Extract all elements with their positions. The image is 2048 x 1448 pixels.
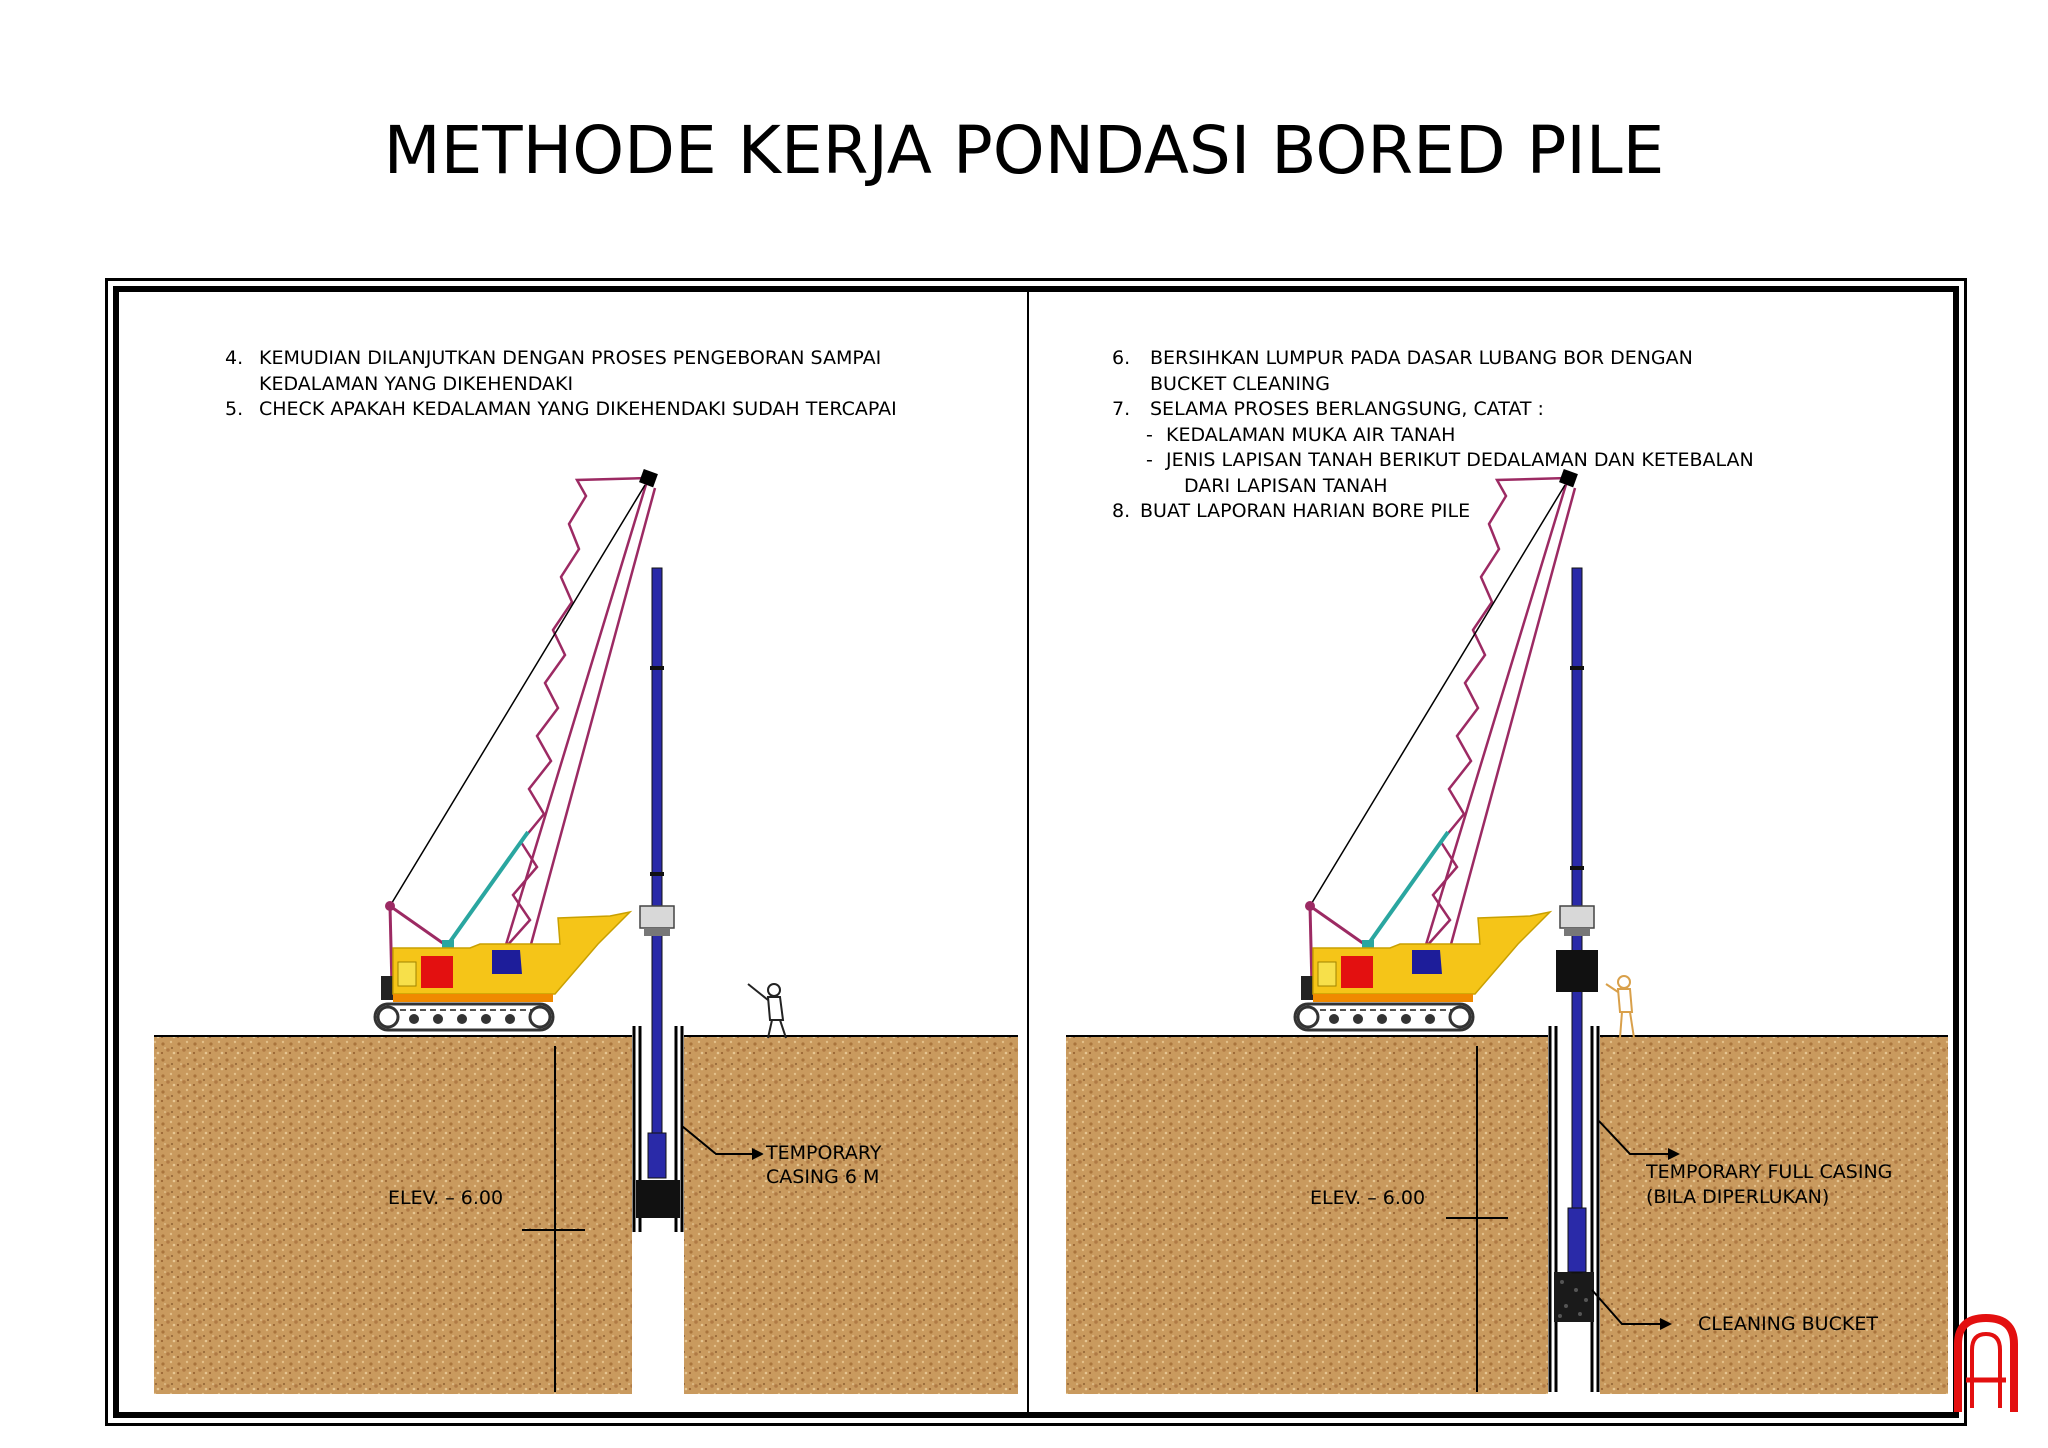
note-6-cont: BUCKET CLEANING <box>1150 372 1330 395</box>
right-soil <box>1066 1036 1948 1394</box>
page-title: METHODE KERJA PONDASI BORED PILE <box>383 112 1665 189</box>
left-soil <box>154 1036 1018 1394</box>
right-full-casing <box>1548 1026 1600 1392</box>
drawing-frame-outer <box>105 278 1967 1426</box>
left-worker <box>747 983 787 1039</box>
note-7-bullet-2: -JENIS LAPISAN TANAH BERIKUT DEDALAMAN D… <box>1146 449 1754 471</box>
note-8: 8.BUAT LAPORAN HARIAN BORE PILE <box>1112 500 1471 522</box>
left-elevation-label: ELEV. – 6.00 <box>388 1187 504 1209</box>
note-4-cont: KEDALAMAN YANG DIKEHENDAKI <box>259 372 574 395</box>
note-7-bullet-2-cont: DARI LAPISAN TANAH <box>1184 474 1388 497</box>
right-kelly-bar <box>1556 567 1598 1274</box>
right-elevation-marker <box>1446 1046 1508 1392</box>
left-elevation-marker <box>522 1046 585 1392</box>
full-casing-label-1: TEMPORARY FULL CASING <box>1646 1161 1893 1183</box>
note-6: 6.BERSIHKAN LUMPUR PADA DASAR LUBANG BOR… <box>1112 347 1693 369</box>
note-5: 5.CHECK APAKAH KEDALAMAN YANG DIKEHENDAK… <box>225 398 897 420</box>
cleaning-bucket-label: CLEANING BUCKET <box>1698 1313 1878 1335</box>
right-notes: 6.BERSIHKAN LUMPUR PADA DASAR LUBANG BOR… <box>1112 346 1754 525</box>
drawing-frame-inner <box>113 286 1959 1418</box>
right-elevation-label: ELEV. – 6.00 <box>1310 1187 1426 1209</box>
right-worker <box>1605 975 1635 1039</box>
panel-divider <box>1027 290 1029 1415</box>
cleaning-bucket <box>1554 1272 1594 1322</box>
full-casing-arrow <box>1597 1119 1680 1160</box>
left-casing-label-1: TEMPORARY <box>766 1142 882 1164</box>
left-kelly-bar <box>639 567 675 1179</box>
left-casing-label-2: CASING 6 M <box>766 1166 880 1188</box>
full-casing-label-2: (BILA DIPERLUKAN) <box>1646 1186 1830 1208</box>
left-auger-bucket <box>636 1180 680 1218</box>
right-crane <box>1293 467 1580 1032</box>
left-notes: 4.KEMUDIAN DILANJUTKAN DENGAN PROSES PEN… <box>225 346 897 423</box>
left-crane <box>373 467 660 1032</box>
note-7: 7.SELAMA PROSES BERLANGSUNG, CATAT : <box>1112 398 1544 420</box>
company-logo <box>1954 1313 2018 1412</box>
left-casing-arrow <box>681 1125 764 1160</box>
note-7-bullet-1: -KEDALAMAN MUKA AIR TANAH <box>1146 423 1456 446</box>
cleaning-bucket-arrow <box>1591 1289 1672 1330</box>
note-4: 4.KEMUDIAN DILANJUTKAN DENGAN PROSES PEN… <box>225 347 882 369</box>
cleaning-bucket-texture <box>1558 1280 1588 1318</box>
